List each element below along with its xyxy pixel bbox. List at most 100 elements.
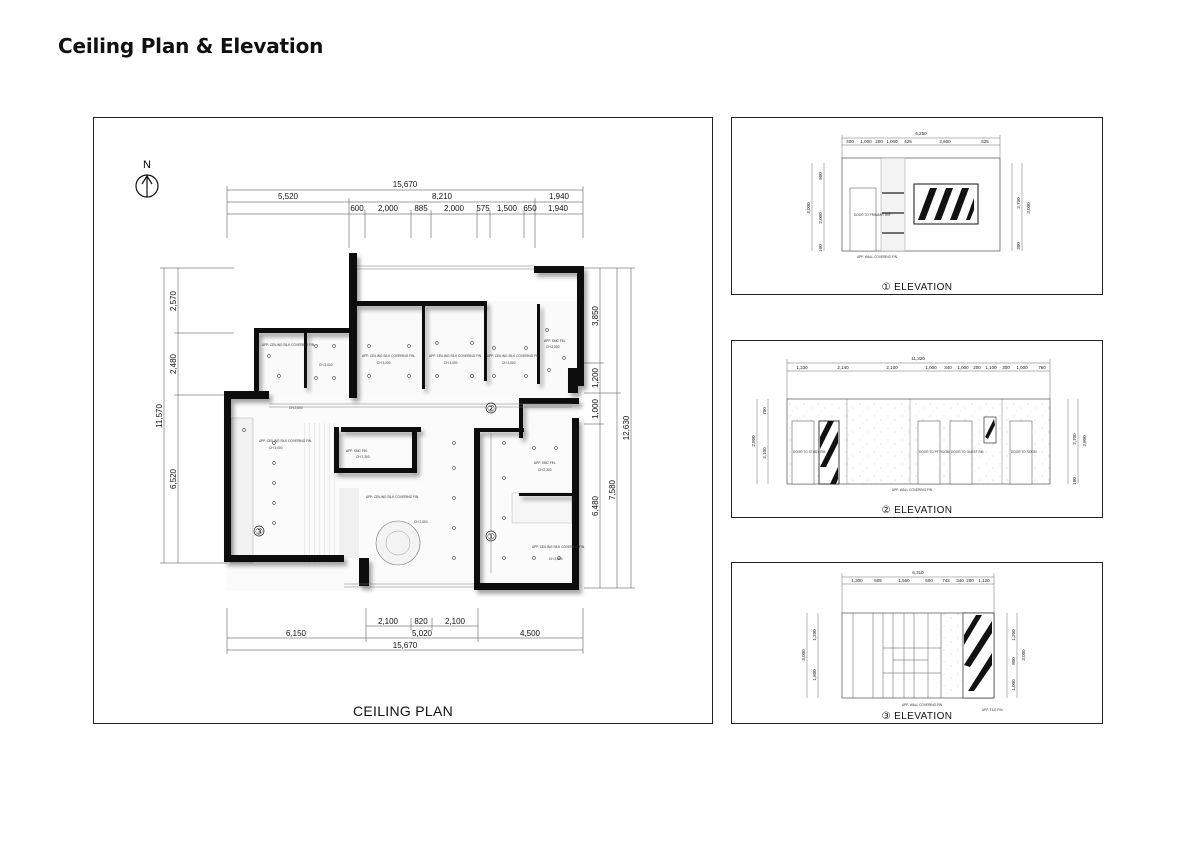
room-note: APP. CEILING SILK COVERING FIN. — [262, 343, 315, 347]
dim-bottom-row2: 6,150 — [286, 629, 307, 638]
elev2-dim: 760 — [1038, 365, 1046, 370]
elevation-3-caption: ③ ELEVATION — [881, 711, 953, 722]
elevation-3-panel: 6,310 1,300 505 1,560 600 742 340 200 1,… — [731, 562, 1103, 724]
elev1-left-dim: 900 — [818, 172, 823, 180]
room-note: CH 3,000 — [502, 361, 516, 365]
elev2-dim: 1,330 — [796, 365, 808, 370]
room-note: CH 3,000 — [319, 363, 333, 367]
elev3-dim: 600 — [925, 578, 933, 583]
room-note: APP. CEILING SILK COVERING FIN. — [259, 439, 312, 443]
dim-left: 2,570 — [169, 290, 178, 311]
dim-top-row3: 1,500 — [497, 204, 518, 213]
dim-right: 1,000 — [591, 398, 600, 419]
room-note: CH 2,300 — [538, 468, 552, 472]
elev2-dim-total: 11,320 — [911, 356, 925, 361]
elev2-left-dim: 2,100 — [762, 447, 767, 459]
room-note: APP. SMC FIN. — [346, 449, 368, 453]
ceiling-plan-panel: N 15,670 5,520 8,210 1,940 600 2,000 885… — [93, 117, 713, 724]
marker-2: ② — [487, 405, 495, 415]
elev2-right-dim: 100 — [1072, 477, 1077, 485]
elev3-right-dim: 1,000 — [1011, 679, 1016, 691]
elev1-dim: 625 — [981, 139, 989, 144]
elev3-right-total: 3,000 — [1021, 649, 1026, 661]
dim-top-row2: 5,520 — [278, 192, 299, 201]
elev2-dim: 1,000 — [925, 365, 937, 370]
elev1-right-total: 3,000 — [1026, 202, 1031, 214]
dim-left: 2,480 — [169, 353, 178, 374]
room-note: APP. CEILING SILK COVERING FIN. — [366, 495, 419, 499]
dim-right-mid: 7,580 — [608, 479, 617, 500]
room-note: APP. CEILING SILK COVERING FIN. — [362, 354, 415, 358]
top-dimension-lines — [226, 186, 584, 248]
elev2-note: DOOR TO PT ROOM — [919, 450, 950, 454]
dim-top-row3: 2,000 — [378, 204, 399, 213]
corridor-note: CH 2,600 — [289, 406, 303, 410]
elev2-note: DOOR TO STUDY RM — [793, 450, 826, 454]
room-note: APP. CEILING SILK COVERING FIN. — [487, 354, 540, 358]
dim-bottom-row2: 4,500 — [520, 629, 541, 638]
elev3-dim-total: 6,310 — [912, 570, 924, 575]
elev3-dim: 1,300 — [851, 578, 863, 583]
elev1-left-dim: 2,000 — [818, 212, 823, 224]
room-note: APP. SMC FIN. — [544, 339, 566, 343]
floor-plan: CH 2,600 APP. CEILING SILK COVERING FIN.… — [224, 253, 585, 591]
dim-top-row3: 885 — [414, 204, 428, 213]
dim-bottom-row1: 2,100 — [378, 617, 399, 626]
elev1-right-dim: 2,700 — [1016, 197, 1021, 209]
dim-bottom-total: 15,670 — [393, 641, 418, 650]
elev3-dim: 340 — [956, 578, 964, 583]
elev2-dim: 2,100 — [886, 365, 898, 370]
dim-right: 1,200 — [591, 367, 600, 388]
elevation-markers: ① ② ③ — [253, 402, 497, 543]
room-note: CH 3,000 — [269, 446, 283, 450]
left-dimension-lines — [160, 267, 234, 564]
ceiling-plan-caption: CEILING PLAN — [352, 703, 454, 719]
elev2-note: APP. WALL COVERING FIN. — [892, 488, 933, 492]
dim-top-total: 15,670 — [393, 180, 418, 189]
elev3-left-dim: 1,200 — [812, 629, 817, 641]
room-note: CH 2,800 — [549, 557, 563, 561]
elev2-note: DOOR TO GUEST RM — [951, 450, 984, 454]
elev2-left-dim: 700 — [762, 407, 767, 415]
room-note: APP. CEILING SILK COVERING FIN. — [429, 354, 482, 358]
elev3-right-dim: 800 — [1011, 657, 1016, 665]
dim-left-total: 11,570 — [155, 404, 164, 428]
bottom-dimension-lines — [226, 608, 584, 654]
elev2-dim: 300 — [1002, 365, 1010, 370]
elev2-dim: 1,100 — [985, 365, 997, 370]
right-dimension-lines — [584, 267, 635, 589]
dim-bottom-row1: 2,100 — [445, 617, 466, 626]
elevation-1-drawing: 6,250 400 1,000 200 1,000 425 2,600 625 … — [806, 131, 1031, 259]
elev2-dim: 1,000 — [957, 365, 969, 370]
elev1-dim: 425 — [904, 139, 912, 144]
dim-top-row3: 575 — [476, 204, 490, 213]
elev3-note: APP. TILE FIN. — [982, 708, 1003, 712]
marker-3: ③ — [255, 528, 263, 538]
elev3-left-dim: 1,800 — [812, 669, 817, 681]
dim-right: 6,480 — [591, 495, 600, 516]
page-title: Ceiling Plan & Elevation — [58, 34, 324, 58]
elevation-1-caption: ① ELEVATION — [881, 282, 953, 293]
elev2-dim: 2,140 — [837, 365, 849, 370]
elev1-note: DOOR TO PRIMARY WIF — [854, 213, 891, 217]
room-note: APP. SMC FIN. — [534, 461, 556, 465]
elev1-left-total: 3,000 — [806, 202, 811, 214]
elev2-dim: 200 — [973, 365, 981, 370]
elev1-right-dim: 300 — [1016, 242, 1021, 250]
elev3-dim: 200 — [966, 578, 974, 583]
elev1-dim: 2,600 — [939, 139, 951, 144]
elev2-right-dim: 2,700 — [1072, 433, 1077, 445]
elev2-left-total: 2,800 — [751, 435, 756, 447]
elev2-dim: 1,000 — [1016, 365, 1028, 370]
room-note: CH 2,600 — [414, 520, 428, 524]
marker-1: ① — [487, 533, 495, 543]
north-label: N — [143, 159, 151, 171]
room-note: CH 2,500 — [546, 345, 560, 349]
elev2-dim: 340 — [944, 365, 952, 370]
dim-top-row3: 2,000 — [444, 204, 465, 213]
dim-bottom-row1: 820 — [414, 617, 428, 626]
elev1-dim: 200 — [875, 139, 883, 144]
room-notes: APP. CEILING SILK COVERING FIN. CH 3,000… — [259, 339, 585, 561]
elev3-dim: 1,120 — [978, 578, 990, 583]
elev2-right-total: 2,800 — [1082, 435, 1087, 447]
